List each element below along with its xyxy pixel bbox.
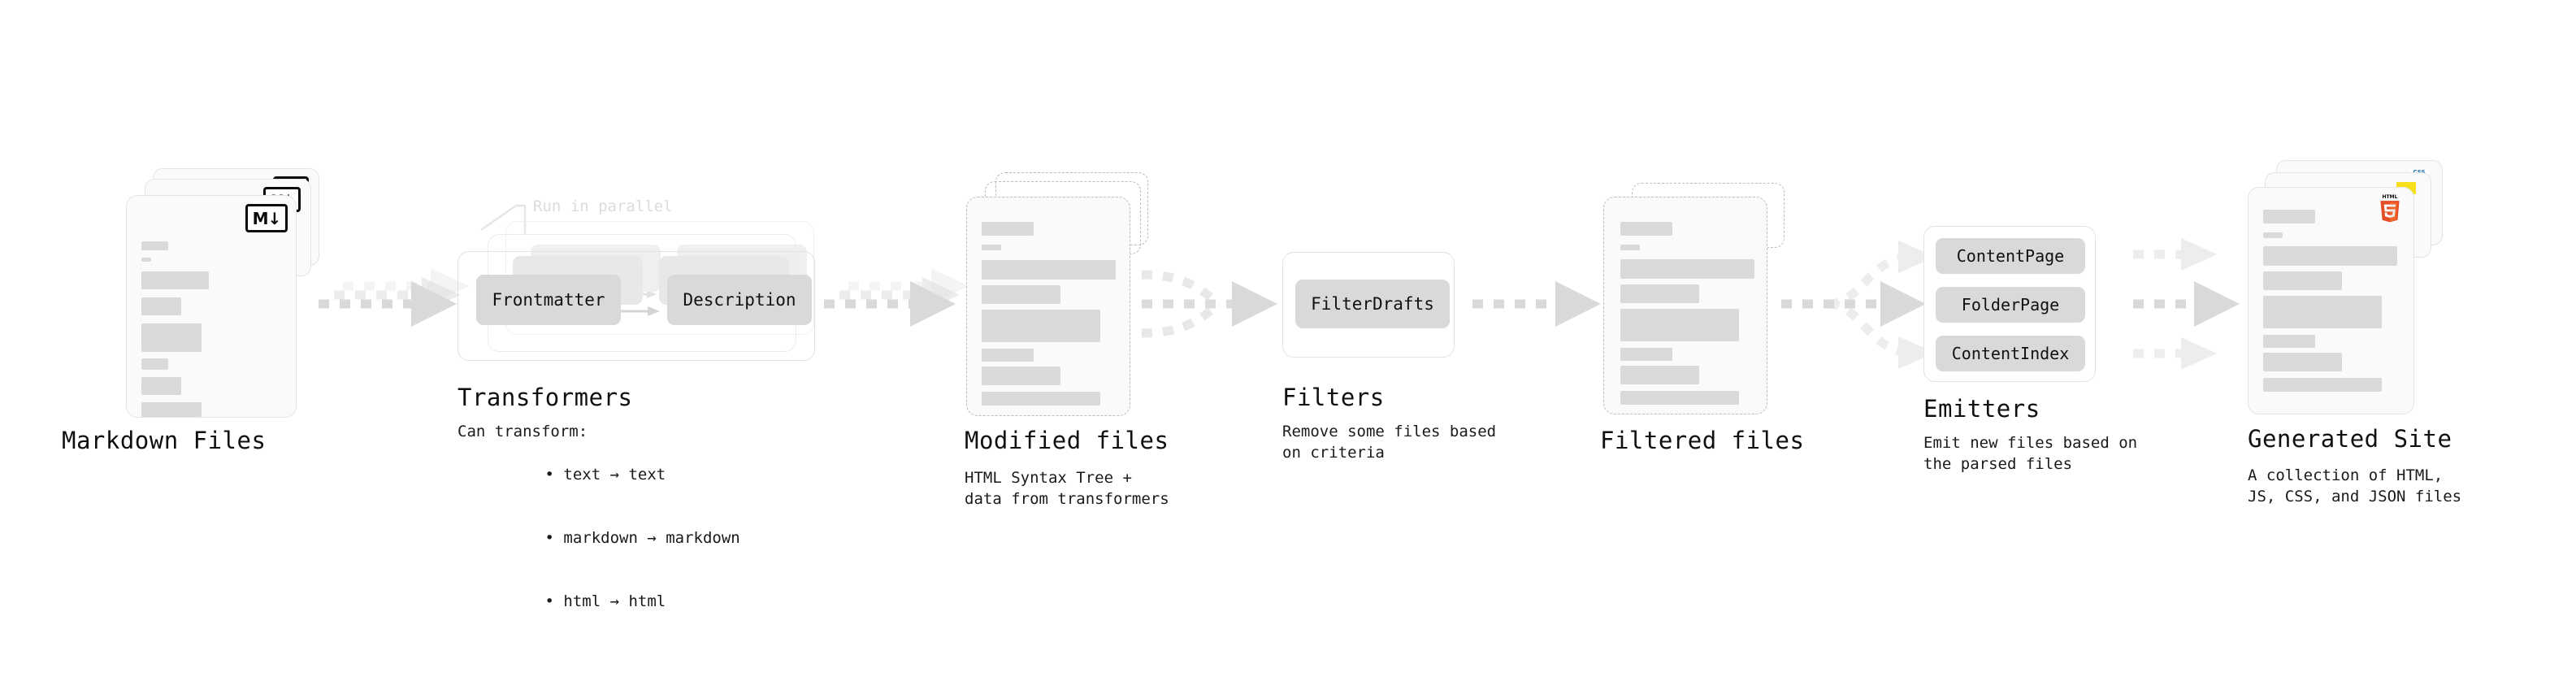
generated-file-card-html: HTML bbox=[2248, 187, 2414, 414]
stage-title-generated-site: Generated Site bbox=[2248, 425, 2452, 453]
content-bar bbox=[2263, 232, 2283, 238]
stage-title-transformers: Transformers bbox=[458, 384, 633, 411]
transformer-chip-description-label: Description bbox=[683, 290, 796, 310]
content-bar bbox=[2263, 335, 2315, 348]
content-bar bbox=[141, 258, 151, 262]
filter-chip-filterdrafts-label: FilterDrafts bbox=[1311, 294, 1434, 314]
emitter-chip-folderpage-label: FolderPage bbox=[1961, 295, 2060, 314]
modified-file-card-front bbox=[966, 197, 1130, 416]
content-bar bbox=[982, 310, 1100, 342]
content-bar bbox=[141, 323, 202, 352]
emitters-box: ContentPage FolderPage ContentIndex bbox=[1923, 226, 2096, 382]
stage-title-emitters: Emitters bbox=[1923, 395, 2040, 423]
bullet-label: text → text bbox=[563, 466, 666, 484]
stage-title-modified-files: Modified files bbox=[965, 427, 1169, 454]
bullet-item: • markdown → markdown bbox=[471, 506, 740, 570]
emitters-description: Emit new files based on the parsed files bbox=[1923, 434, 2138, 473]
emitter-chip-folderpage[interactable]: FolderPage bbox=[1936, 287, 2085, 323]
stage-filters: FilterDrafts Filters Remove some files b… bbox=[1282, 252, 1497, 462]
bullet-item: • text → text bbox=[471, 443, 740, 506]
emitter-chip-contentpage-label: ContentPage bbox=[1956, 246, 2065, 266]
content-bar bbox=[2263, 246, 2397, 266]
filters-box: FilterDrafts bbox=[1282, 252, 1455, 358]
emitter-chip-contentpage[interactable]: ContentPage bbox=[1936, 238, 2085, 274]
markdown-file-card-front: M↓ bbox=[126, 195, 297, 418]
bullet-label: html → html bbox=[563, 592, 666, 610]
transformer-box-front: Frontmatter Description bbox=[458, 251, 815, 361]
content-bar bbox=[982, 245, 1001, 250]
stage-modified-files: Modified files HTML Syntax Tree + data f… bbox=[0, 0, 1219, 681]
arrow-filters-to-filtered bbox=[1472, 281, 1601, 327]
stage-emitters: ContentPage FolderPage ContentIndex Emit… bbox=[1923, 226, 2138, 473]
content-bar bbox=[141, 402, 202, 417]
content-bar bbox=[2263, 271, 2342, 290]
stage-title-markdown-files: Markdown Files bbox=[62, 427, 267, 454]
arrow-transformers-to-modified bbox=[824, 268, 969, 327]
run-in-parallel-bracket bbox=[480, 204, 527, 234]
content-bar bbox=[982, 392, 1100, 406]
transformers-description: Can transform: bbox=[458, 423, 588, 440]
content-bar bbox=[2263, 296, 2382, 328]
content-bar bbox=[982, 222, 1034, 236]
stage-title-filters: Filters bbox=[1282, 384, 1385, 411]
emitter-chip-contentindex[interactable]: ContentIndex bbox=[1936, 336, 2085, 371]
arrow-modified-to-filters bbox=[1141, 270, 1277, 338]
bullet-dot: • bbox=[544, 592, 564, 610]
generated-site-description: A collection of HTML, JS, CSS, and JSON … bbox=[2248, 466, 2462, 505]
bullet-label: markdown → markdown bbox=[563, 529, 740, 547]
stage-title-filtered-files: Filtered files bbox=[1600, 427, 1805, 454]
content-bar bbox=[2263, 353, 2342, 371]
content-bar bbox=[1620, 391, 1739, 405]
bullet-dot: • bbox=[544, 529, 564, 547]
svg-text:HTML: HTML bbox=[2383, 194, 2398, 200]
content-bar bbox=[141, 241, 168, 250]
filter-chip-filterdrafts[interactable]: FilterDrafts bbox=[1295, 280, 1450, 328]
content-bar bbox=[2263, 378, 2382, 392]
content-bar bbox=[2263, 210, 2315, 223]
content-bar bbox=[1620, 284, 1699, 303]
arrow-markdown-to-transformers bbox=[319, 268, 470, 327]
content-bar bbox=[141, 377, 181, 395]
stage-markdown-files: M↓ M↓ M↓ Markdown Files bbox=[0, 0, 341, 681]
content-bar bbox=[1620, 309, 1739, 341]
bullet-item: • html → html bbox=[471, 570, 740, 633]
content-bar bbox=[1620, 366, 1699, 384]
arrow-emitters-to-site bbox=[2133, 238, 2240, 370]
arrow-filtered-to-emitters bbox=[1781, 241, 1936, 369]
transformer-chip-description[interactable]: Description bbox=[667, 275, 812, 325]
run-in-parallel-label: Run in parallel bbox=[533, 197, 673, 215]
transformer-chip-frontmatter[interactable]: Frontmatter bbox=[476, 275, 621, 325]
content-bar bbox=[141, 358, 168, 370]
content-bar bbox=[1620, 259, 1754, 279]
stage-transformers: Run in parallel Frontmatter Description … bbox=[0, 0, 894, 681]
content-bar bbox=[1620, 348, 1672, 361]
stage-filtered-files: Filtered files bbox=[1600, 183, 1805, 454]
transformers-bullets: • text → text • markdown → markdown • ht… bbox=[471, 443, 740, 633]
content-bar bbox=[982, 260, 1116, 280]
content-bar bbox=[141, 297, 181, 315]
markdown-badge-front: M↓ bbox=[245, 204, 288, 232]
content-bar bbox=[1620, 222, 1672, 236]
content-bar bbox=[982, 285, 1060, 304]
content-bar bbox=[982, 367, 1060, 385]
filtered-file-card-front bbox=[1603, 197, 1767, 414]
content-bar bbox=[982, 349, 1034, 362]
emitter-chip-contentindex-label: ContentIndex bbox=[1951, 344, 2070, 363]
filters-description: Remove some files based on criteria bbox=[1282, 423, 1497, 462]
bullet-dot: • bbox=[544, 466, 564, 484]
transformer-chip-frontmatter-label: Frontmatter bbox=[492, 290, 605, 310]
modified-files-description: HTML Syntax Tree + data from transformer… bbox=[965, 469, 1169, 508]
content-bar bbox=[1620, 245, 1640, 250]
content-bar bbox=[141, 271, 209, 289]
html5-icon: HTML bbox=[2380, 194, 2400, 223]
